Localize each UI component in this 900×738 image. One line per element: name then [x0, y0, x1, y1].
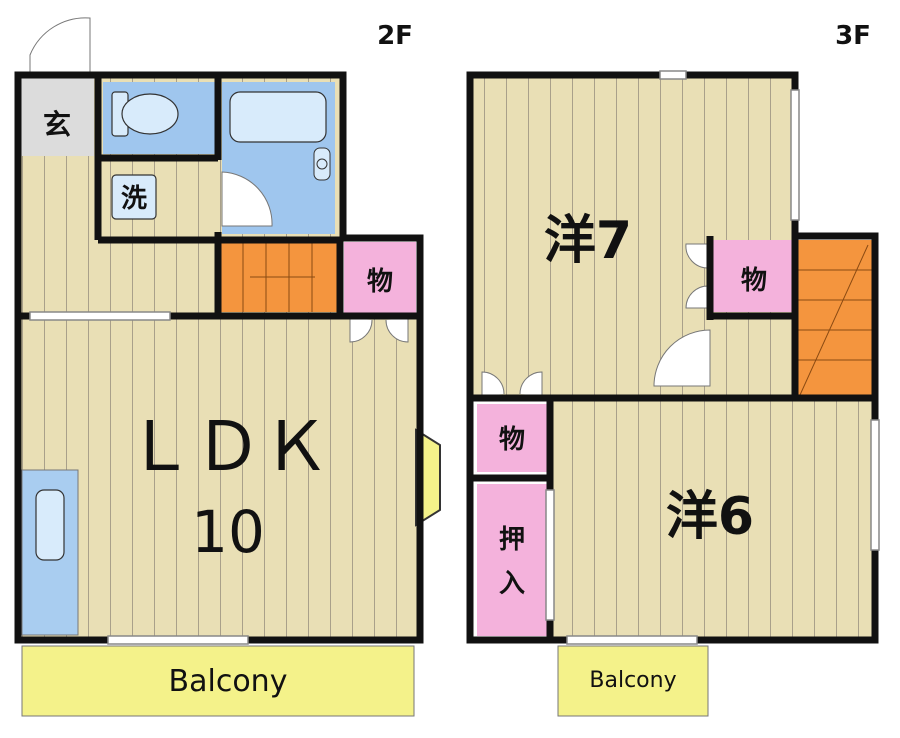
storage-2f-label: 物 — [367, 267, 393, 297]
ldk-name-label: ＬＤＫ — [126, 408, 330, 487]
windows-3f — [545, 70, 880, 645]
storage-3f-lower-door-swing — [481, 371, 543, 396]
floor-2f: 洗 物 Balcony — [14, 17, 441, 717]
washbasin-icon — [313, 147, 331, 181]
floor-2f-label: 2F — [377, 21, 413, 51]
storage-2f-door-swing — [349, 318, 409, 343]
balcony-2f-label: Balcony — [169, 664, 288, 699]
storage-3f-upper-label: 物 — [741, 266, 767, 296]
staircase-steps-2f — [242, 242, 315, 312]
storage-3f-lower-label: 物 — [499, 425, 525, 455]
storage-3f-lower — [477, 404, 547, 472]
entrance-area — [18, 78, 94, 156]
western-room-6-floor — [552, 400, 872, 638]
room-6-label: 洋6 — [666, 487, 754, 547]
floor-3f: 物 物 押 入 Balcony — [466, 21, 880, 717]
bath-door-swing — [221, 171, 273, 227]
room-7-door-swing — [653, 329, 711, 387]
washing-machine-icon — [111, 174, 157, 220]
floor-3f-label: 3F — [835, 21, 871, 51]
sink-icon — [35, 489, 65, 561]
storage-3f-upper — [713, 240, 795, 312]
balcony-2f — [21, 645, 415, 717]
staircase-steps-3f — [797, 244, 872, 396]
windows-2f — [29, 311, 249, 645]
entrance-door-swing — [29, 17, 91, 75]
closet-label-top: 押 — [499, 525, 525, 555]
storage-2f — [344, 242, 416, 314]
bathtub-icon — [229, 91, 327, 143]
washroom-label: 洗 — [121, 184, 147, 214]
western-room-7-floor — [470, 78, 795, 396]
toilet-icon — [111, 91, 179, 137]
balcony-3f-label: Balcony — [589, 668, 676, 693]
room-7-label: 洋7 — [544, 211, 632, 271]
closet — [477, 484, 547, 636]
closet-label-bottom: 入 — [499, 569, 525, 599]
ldk-size-label: 10 — [191, 498, 265, 566]
balcony-3f — [557, 645, 709, 717]
storage-3f-upper-door-swing — [685, 243, 710, 309]
staircase-3f — [797, 240, 872, 395]
ldk-floor — [18, 315, 418, 640]
entrance-label: 玄 — [43, 108, 71, 141]
